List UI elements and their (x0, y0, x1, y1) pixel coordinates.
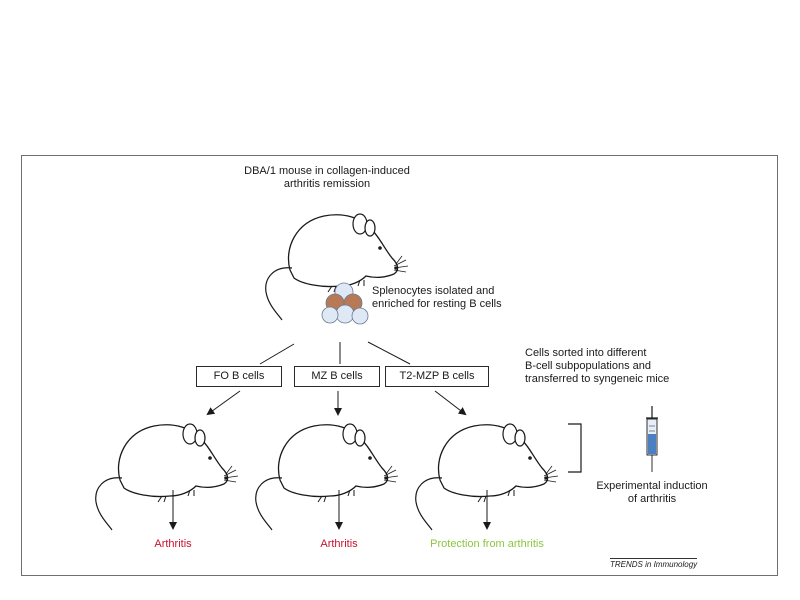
syringe-icon (646, 406, 658, 472)
splenocytes-caption: Splenocytes isolated and enriched for re… (372, 285, 592, 311)
diagram-graphics (95, 213, 658, 531)
sorting-caption-line3: transferred to syngeneic mice (525, 373, 670, 385)
arrow-fo-to-mouse (206, 390, 241, 416)
recipient-mouse-fo (95, 423, 239, 531)
journal-credit: TRENDS in Immunology (610, 558, 698, 569)
sorting-caption-line1: Cells sorted into different (525, 347, 647, 359)
recipient-mouse-mz (255, 423, 399, 531)
induction-bracket (568, 423, 582, 473)
sorting-caption-line2: B-cell subpopulations and (525, 360, 651, 372)
outcome-mz-arthritis: Arthritis (320, 538, 358, 550)
donor-caption-line2: arthritis remission (283, 178, 371, 190)
outcome-t2-protection: Protection from arthritis (430, 538, 544, 550)
induction-caption: Experimental induction of arthritis (577, 480, 727, 506)
outcome-fo-arthritis: Arthritis (154, 538, 192, 550)
donor-caption-line1: DBA/1 mouse in collagen-induced (244, 165, 410, 177)
branch-line-t2 (367, 341, 411, 365)
fo-b-cells-box: FO B cells (196, 366, 282, 387)
splenocytes-caption-line2: enriched for resting B cells (372, 298, 502, 310)
donor-caption: DBA/1 mouse in collagen-induced arthriti… (197, 165, 457, 191)
induction-caption-line2: of arthritis (627, 493, 677, 505)
branch-line-fo (259, 343, 295, 365)
induction-caption-line1: Experimental induction (596, 480, 708, 492)
splenocytes-cluster-icon (321, 282, 369, 325)
t2-mzp-b-cells-box: T2-MZP B cells (385, 366, 489, 387)
arrow-t2-to-mouse (434, 390, 467, 416)
mz-b-cells-box: MZ B cells (294, 366, 380, 387)
figure-panel: DBA/1 mouse in collagen-induced arthriti… (21, 155, 778, 576)
splenocytes-caption-line1: Splenocytes isolated and (372, 285, 495, 297)
sorting-caption: Cells sorted into different B-cell subpo… (525, 347, 765, 386)
